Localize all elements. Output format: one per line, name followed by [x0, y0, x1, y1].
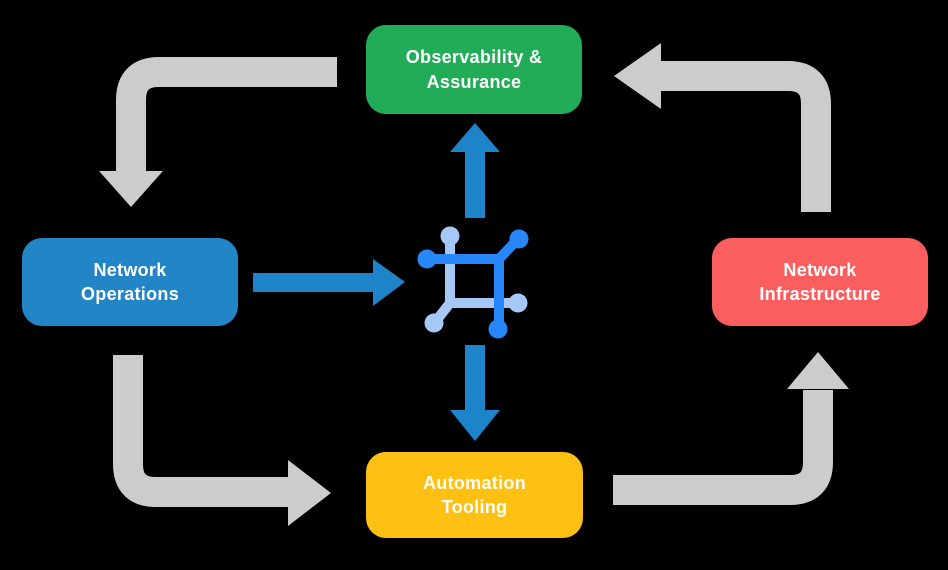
box-observability-assurance: Observability & Assurance [366, 25, 582, 114]
arrow-network-operations-to-center [253, 259, 405, 306]
box-automation-tooling-label: Automation Tooling [423, 472, 526, 517]
network-mesh-icon [417, 226, 529, 339]
box-network-infrastructure-label: Network Infrastructure [759, 259, 881, 304]
arrow-center-to-observability [450, 123, 500, 218]
box-observability-assurance-label: Observability & Assurance [405, 47, 543, 92]
box-network-infrastructure: Network Infrastructure [712, 238, 928, 326]
arrow-observability-to-network-operations [99, 57, 337, 207]
arrow-automation-tooling-to-network-infrastructure [613, 352, 849, 505]
box-network-operations: Network Operations [22, 238, 238, 326]
box-network-operations-label: Network Operations [80, 259, 180, 304]
arrow-network-operations-to-automation-tooling [113, 355, 331, 526]
box-automation-tooling: Automation Tooling [366, 452, 583, 538]
arrow-network-infrastructure-to-observability [614, 43, 831, 212]
arrow-center-to-automation-tooling [450, 345, 500, 441]
